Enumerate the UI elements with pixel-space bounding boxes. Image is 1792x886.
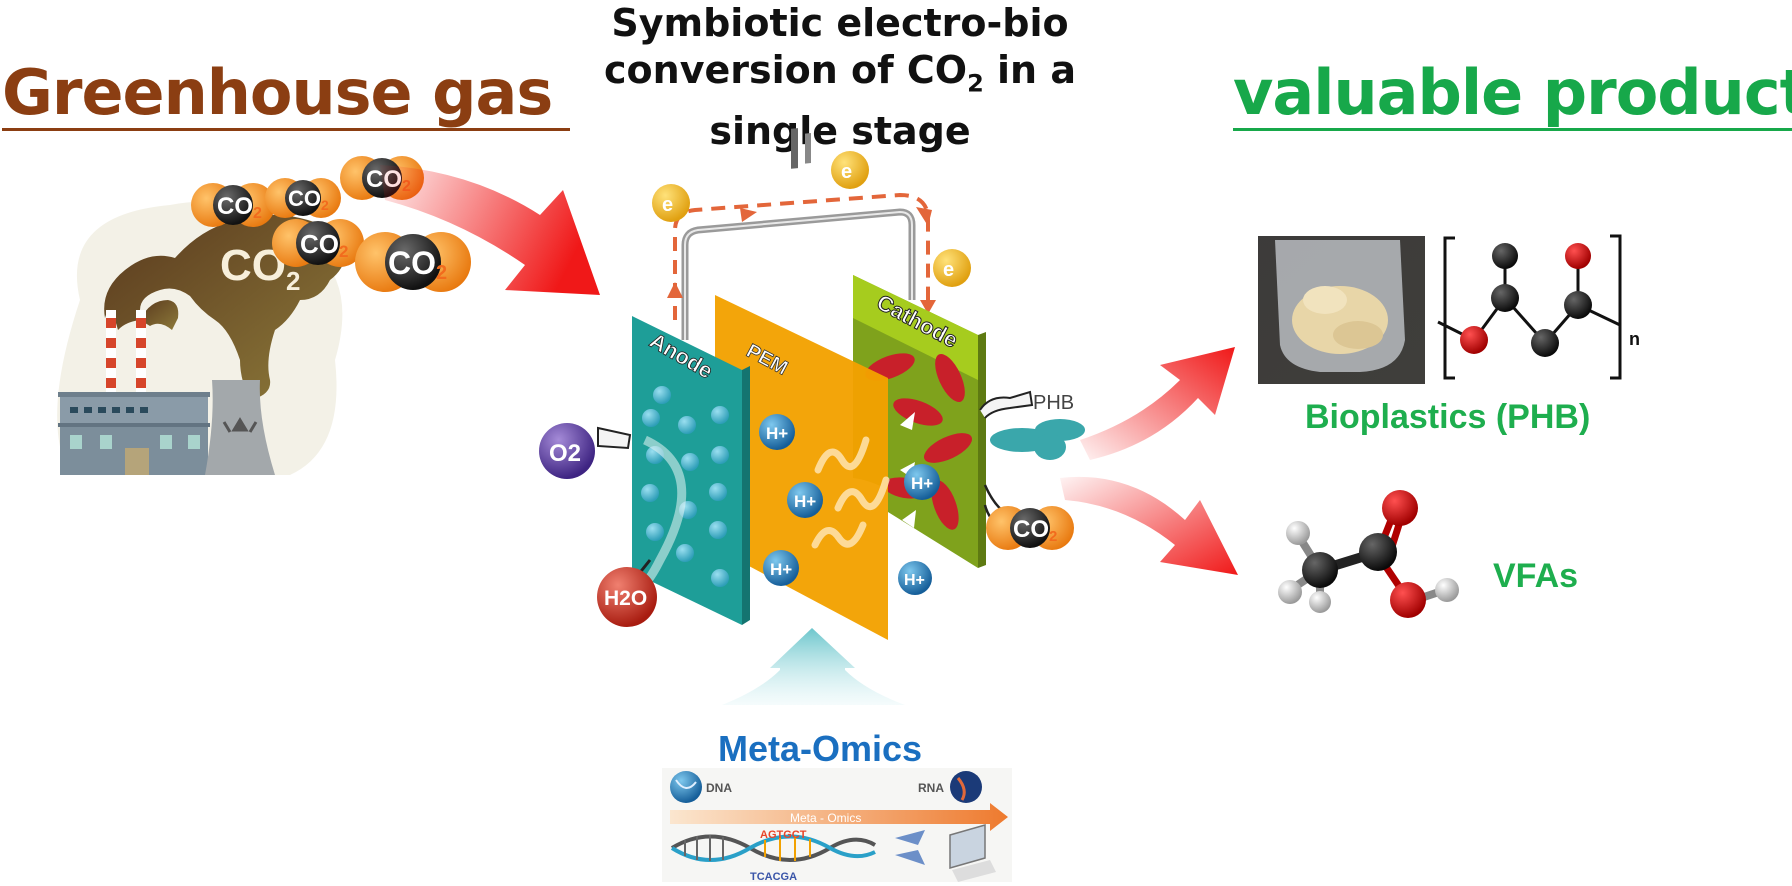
sequence-top: AGTGCT — [760, 829, 807, 841]
arrow-right-icon — [740, 208, 757, 222]
center-title-line3: single stage — [709, 108, 971, 153]
svg-text:e: e — [662, 194, 673, 216]
meta-omics-title: Meta-Omics — [718, 728, 923, 769]
meta-omics-panel: DNA RNA Meta - Omics AGTGCT TCACGA — [662, 768, 1012, 883]
proton-icon: H+ — [759, 414, 795, 450]
omics-progress-arrow — [670, 803, 1008, 831]
proton-icon: H+ — [787, 482, 823, 518]
svg-text:O2: O2 — [549, 440, 581, 467]
pem-membrane — [715, 295, 888, 640]
output-arrow-vfas — [1060, 476, 1238, 575]
proton-icon: H+ — [904, 464, 940, 500]
bioplastics-label: Bioplastics (PHB) — [1305, 398, 1591, 436]
oxygen-arrow — [597, 426, 632, 450]
battery-plate — [791, 128, 798, 169]
vfa-molecule-icon — [1278, 490, 1459, 618]
rna-label: RNA — [918, 781, 944, 795]
phb-structure-icon: n — [1437, 234, 1640, 380]
water-molecule-icon: H2O — [597, 567, 657, 627]
anode-dots — [641, 386, 729, 587]
vfas-label: VFAs — [1493, 557, 1579, 595]
electron-icon: e — [831, 151, 869, 189]
input-arrow-icon — [380, 165, 600, 295]
center-title-line1: Symbiotic electro-bio — [611, 1, 1069, 45]
co2-molecule-icon: CO2 — [272, 219, 364, 267]
bioplastic-sample-photo — [1258, 236, 1425, 384]
rna-globe-icon — [950, 771, 982, 803]
arrow-down-icon — [920, 300, 936, 314]
smoke-wisp — [140, 300, 179, 330]
phb-granule-icon — [990, 419, 1085, 460]
repeat-unit-n: n — [1629, 329, 1640, 349]
flow-arrows-icon — [900, 412, 916, 528]
svg-text:H+: H+ — [911, 474, 933, 493]
svg-text:H+: H+ — [904, 572, 925, 589]
arrow-right-icon — [916, 207, 932, 226]
bioelectrochemical-cell: e e e Cathode PEM Anode — [539, 128, 1085, 640]
svg-text:H+: H+ — [770, 560, 792, 579]
radiation-icon — [222, 417, 258, 433]
electron-icon: e — [933, 249, 971, 287]
phb-label: PHB — [1033, 392, 1074, 414]
center-title-line2-text: conversion of CO — [604, 48, 968, 92]
center-title-line2-tail: in a — [983, 48, 1076, 92]
output-arrow-bioplastics — [1080, 347, 1235, 460]
subscript-2: 2 — [967, 69, 984, 98]
factory-building-icon — [58, 392, 210, 475]
proton-icon: H+ — [898, 561, 932, 595]
dna-label: DNA — [706, 781, 732, 795]
data-transfer-arrows-icon — [895, 830, 925, 865]
proton-icon: H+ — [763, 550, 799, 586]
electron-flow-path — [673, 192, 930, 320]
omics-up-arrow — [722, 628, 905, 705]
svg-text:H2O: H2O — [604, 587, 647, 610]
co2-molecule-icon: CO2 — [265, 178, 341, 218]
battery-plate — [805, 133, 811, 164]
svg-text:e: e — [943, 259, 954, 281]
proton-flow-waves — [811, 436, 890, 549]
sequence-bottom: TCACGA — [750, 871, 797, 883]
greenhouse-gas-heading: Greenhouse gas — [2, 58, 571, 131]
svg-text:H+: H+ — [794, 492, 816, 511]
center-title-line2: conversion of CO2 in a — [590, 47, 1090, 108]
phb-arrow — [979, 390, 1034, 419]
co2-molecule-icon: CO2 — [355, 232, 471, 292]
chimney-stacks — [106, 310, 146, 396]
co2-molecule-icon: CO2 — [986, 506, 1074, 550]
center-title: Symbiotic electro-bio conversion of CO2 … — [590, 0, 1090, 155]
svg-text:H+: H+ — [766, 424, 788, 443]
oxygen-molecule-icon: O2 — [539, 423, 595, 479]
co2-molecule-icon: CO2 — [191, 183, 275, 227]
electron-icon: e — [652, 184, 690, 222]
bacteria-cells — [865, 353, 973, 530]
dna-globe-icon — [670, 771, 702, 803]
svg-text:e: e — [841, 161, 852, 183]
valuable-products-heading: valuable products — [1233, 58, 1792, 131]
computer-icon — [949, 824, 996, 882]
omics-arrow-label: Meta - Omics — [790, 811, 861, 825]
dna-helix-icon — [670, 834, 877, 862]
arrow-up-icon — [667, 282, 683, 298]
